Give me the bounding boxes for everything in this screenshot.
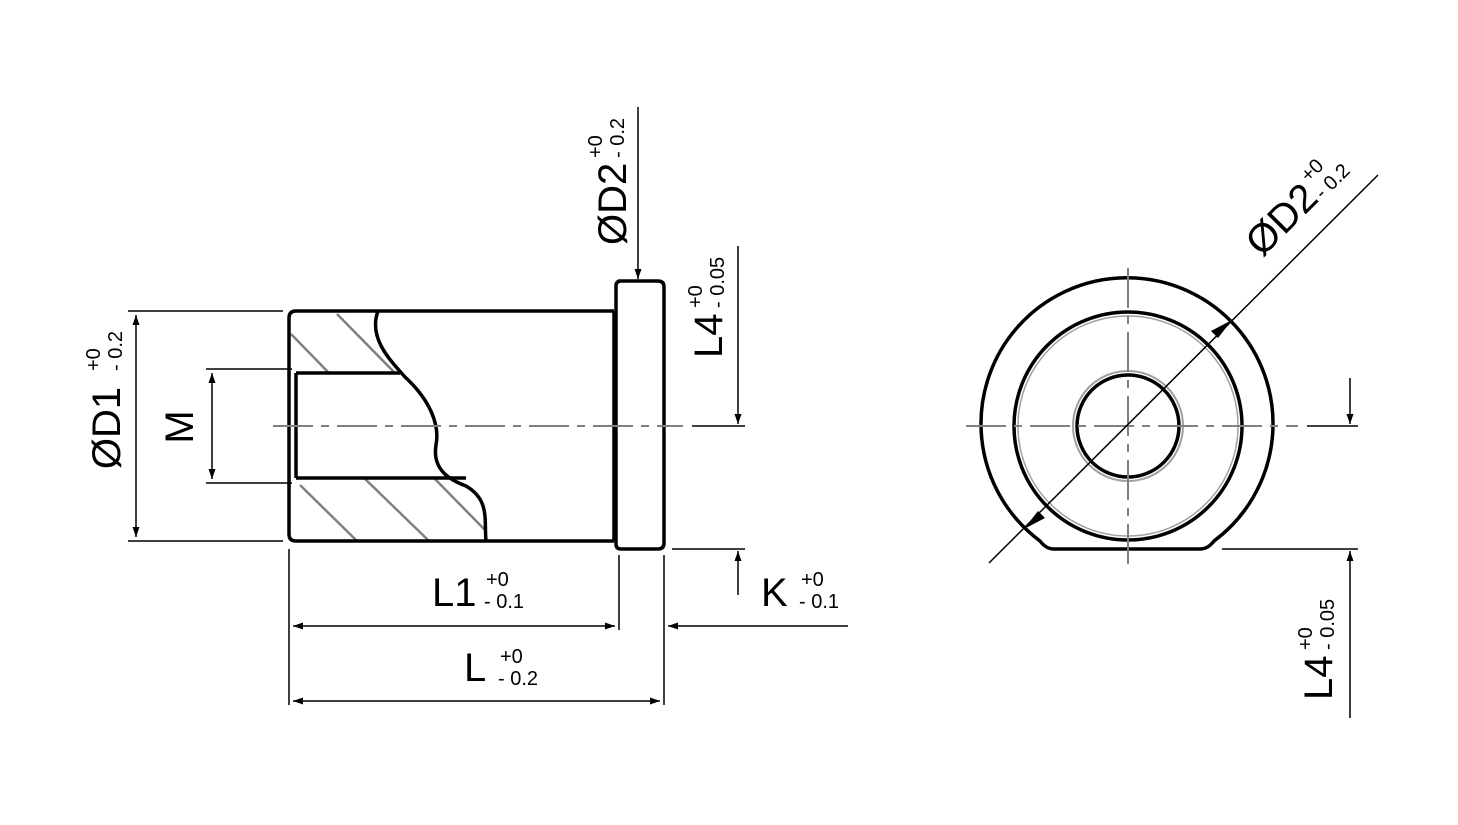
section-hatching bbox=[290, 313, 486, 541]
k-tol-upper: +0 bbox=[801, 569, 824, 591]
side-dimension-lines bbox=[132, 107, 848, 705]
l-label: L bbox=[464, 646, 486, 690]
l4-side-tol-upper: +0 bbox=[685, 285, 707, 308]
l4-side-label: L4 bbox=[687, 314, 731, 359]
l4-front-tol-lower: - 0.05 bbox=[1317, 599, 1339, 650]
d2-side-tol-lower: - 0.2 bbox=[607, 118, 629, 158]
side-view: ØD1 +0 - 0.2 M ØD2 +0 - 0.2 L4 +0 - 0.05… bbox=[83, 107, 848, 705]
d2-side-tol-upper: +0 bbox=[585, 135, 607, 158]
l4-side-tol-lower: - 0.05 bbox=[707, 257, 729, 308]
d2-front-arrow-lower bbox=[1024, 511, 1045, 529]
d1-label: ØD1 bbox=[85, 387, 129, 469]
d1-tol-upper: +0 bbox=[83, 348, 105, 371]
d2-front-dimension-line bbox=[988, 174, 1379, 564]
l1-tol-lower: - 0.1 bbox=[484, 591, 524, 613]
front-extension-lines bbox=[1222, 378, 1358, 718]
side-extension-lines bbox=[128, 310, 745, 705]
l4-front-tol-upper: +0 bbox=[1295, 627, 1317, 650]
outer-profile bbox=[979, 276, 1275, 551]
d1-tol-lower: - 0.2 bbox=[105, 331, 127, 371]
l-tol-lower: - 0.2 bbox=[498, 668, 538, 690]
l-tol-upper: +0 bbox=[500, 646, 523, 668]
k-tol-lower: - 0.1 bbox=[799, 591, 839, 613]
l1-tol-upper: +0 bbox=[486, 569, 509, 591]
d2-front-arrow-upper bbox=[1211, 320, 1232, 338]
m-label: M bbox=[158, 410, 202, 443]
front-view: ØD2 +0 - 0.2 L4 +0 - 0.05 bbox=[966, 155, 1379, 718]
k-label: K bbox=[761, 571, 788, 615]
l4-front-label: L4 bbox=[1297, 656, 1341, 701]
d2-side-label: ØD2 bbox=[591, 163, 635, 245]
l1-label: L1 bbox=[432, 571, 477, 615]
